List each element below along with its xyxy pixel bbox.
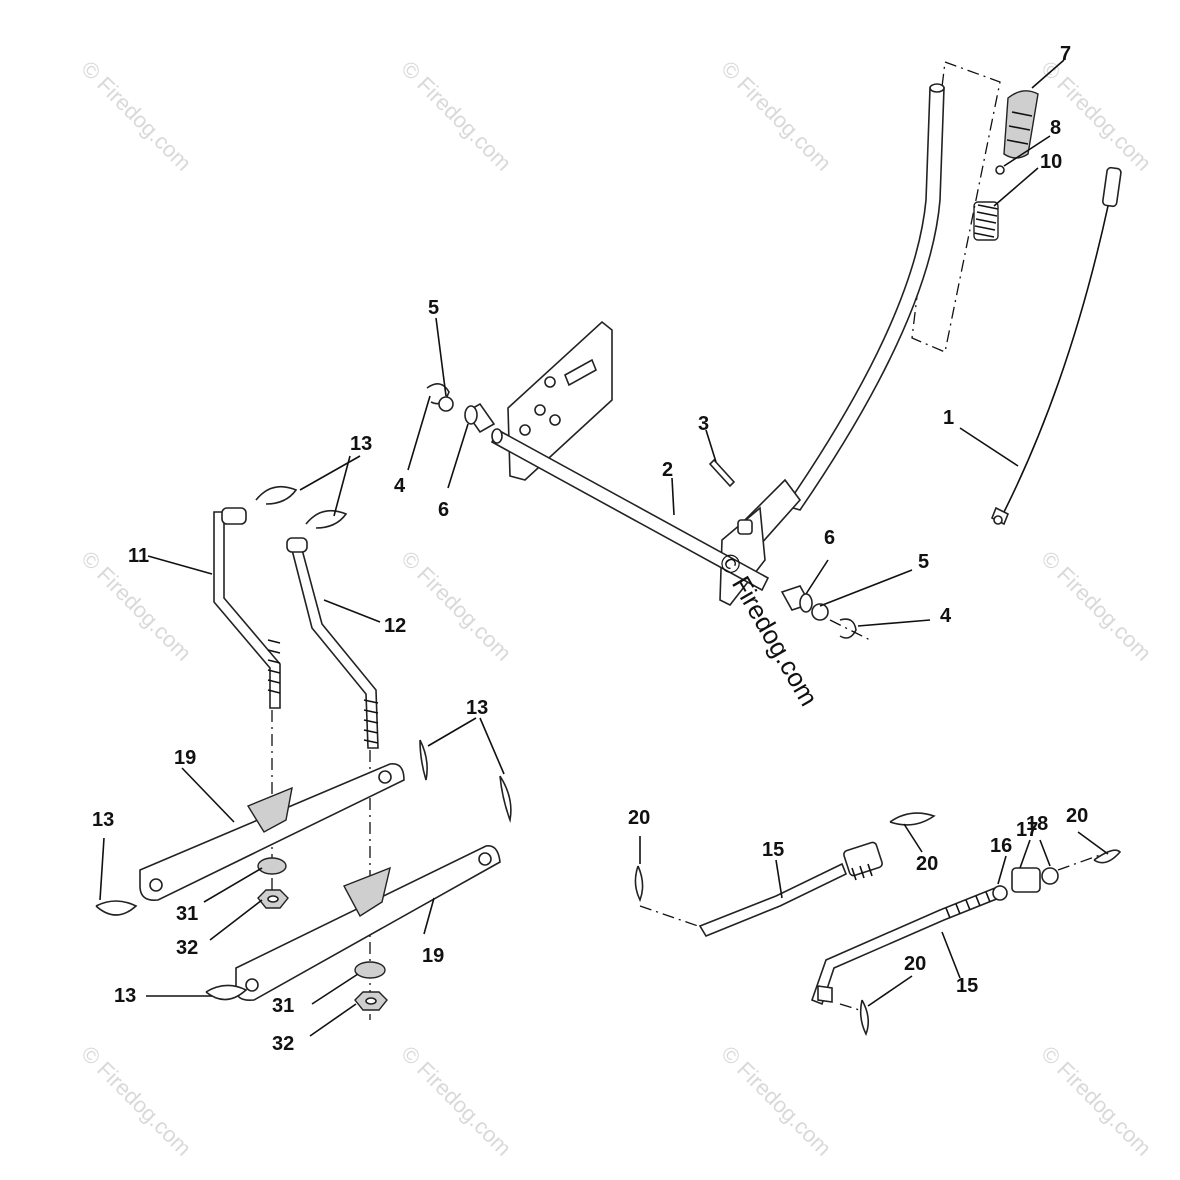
callout-8: 8: [1050, 117, 1061, 139]
callout-32: 32: [272, 1033, 294, 1055]
right-hardware: [780, 585, 871, 641]
callout-4: 4: [394, 475, 406, 497]
adjustment-rods: [639, 841, 1101, 1013]
lift-link-right: [288, 541, 379, 749]
callout-19: 19: [174, 747, 196, 769]
hair-pins-13: [95, 485, 512, 1001]
watermark: © Firedog.com: [396, 1041, 516, 1161]
e-clip: [839, 618, 857, 639]
callout-10: 10: [1040, 151, 1062, 173]
callout-18: 18: [1026, 813, 1048, 835]
center-watermark: © Firedog.com: [713, 548, 824, 711]
callout-31: 31: [272, 995, 294, 1017]
callout-32: 32: [176, 937, 198, 959]
spacer: [257, 857, 287, 875]
callout-13: 13: [350, 433, 372, 455]
watermark: © Firedog.com: [1036, 1041, 1156, 1161]
callout-20: 20: [916, 853, 938, 875]
callout-12: 12: [384, 615, 406, 637]
spacers-and-nuts: [257, 857, 388, 1011]
watermark: © Firedog.com: [716, 1041, 836, 1161]
leader-lines: [99, 59, 1109, 1037]
left-hardware: [426, 383, 496, 434]
callout-3: 3: [698, 413, 709, 435]
callout-20: 20: [904, 953, 926, 975]
watermark: © Firedog.com: [76, 56, 196, 176]
lift-cable: [990, 166, 1122, 526]
washer: [438, 396, 454, 412]
callout-5: 5: [918, 551, 929, 573]
lift-shaft: [490, 428, 770, 592]
callout-13: 13: [92, 809, 114, 831]
handle-spring: [973, 201, 999, 241]
callout-13: 13: [114, 985, 136, 1007]
washer: [811, 603, 829, 621]
callout-2: 2: [662, 459, 673, 481]
callouts: 7 8 10 1 2 3 5 4 6 6 5 4 13 11 12 13 19 …: [92, 43, 1088, 1055]
roll-pin: [708, 458, 736, 488]
lift-arms: [139, 763, 501, 1002]
callout-1: 1: [943, 407, 954, 429]
callout-7: 7: [1060, 43, 1071, 65]
hair-pins-20: [634, 812, 1122, 1037]
spacer: [354, 961, 386, 979]
callout-16: 16: [990, 835, 1012, 857]
watermark: © Firedog.com: [716, 56, 836, 176]
callout-20: 20: [1066, 805, 1088, 827]
callout-4: 4: [940, 605, 952, 627]
watermark: © Firedog.com: [396, 56, 516, 176]
watermark: © Firedog.com: [1036, 546, 1156, 666]
lift-arm-upper: [139, 763, 405, 902]
watermark: © Firedog.com: [396, 546, 516, 666]
callout-6: 6: [824, 527, 835, 549]
callout-11: 11: [128, 545, 149, 567]
callout-5: 5: [428, 297, 439, 319]
callout-13: 13: [466, 697, 488, 719]
callout-15: 15: [956, 975, 978, 997]
lift-lever: [719, 83, 945, 607]
callout-19: 19: [422, 945, 444, 967]
lever-tube: [784, 87, 945, 511]
handle-pin: [995, 165, 1005, 175]
mounting-plate: [507, 320, 613, 481]
callout-6: 6: [438, 499, 449, 521]
callout-31: 31: [176, 903, 198, 925]
lift-link-left: [213, 511, 281, 709]
watermark: © Firedog.com: [76, 1041, 196, 1161]
callout-15: 15: [762, 839, 784, 861]
callout-17: 17: [1016, 819, 1038, 841]
callout-20: 20: [628, 807, 650, 829]
